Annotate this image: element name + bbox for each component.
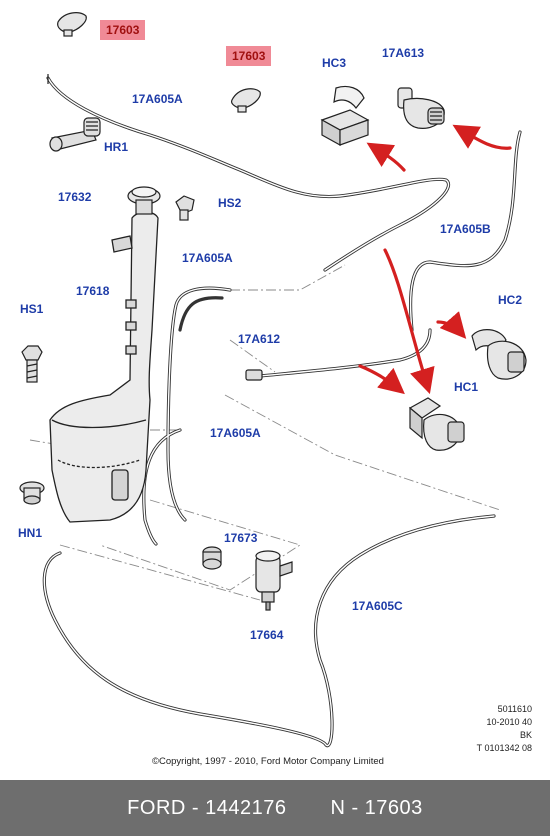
part-label-17632: 17632 — [58, 190, 92, 204]
hn1-nut — [19, 481, 45, 505]
washer-pump — [255, 550, 293, 611]
part-label-hc1: HC1 — [454, 380, 479, 394]
part-label-hc2: HC2 — [498, 293, 523, 307]
part-label-hr1: HR1 — [104, 140, 129, 154]
footer-part-number: N - 17603 — [330, 796, 423, 819]
hr1-clip — [49, 117, 101, 152]
diagram-id-line-3: BK — [519, 730, 532, 740]
part-label-17A613: 17A613 — [382, 46, 425, 60]
grommet-17673 — [202, 546, 222, 570]
part-label-17A605A-low: 17A605A — [210, 426, 261, 440]
hc2-clip — [471, 329, 527, 380]
part-label-17673: 17673 — [224, 531, 258, 545]
part-label-17664: 17664 — [250, 628, 284, 642]
hc3-clip — [320, 85, 370, 147]
washer-jet-left — [47, 12, 87, 84]
footer-brand-part: FORD - 1442176 — [127, 796, 287, 819]
diagram-id-line-1: 5011610 — [497, 704, 532, 714]
washer-system-diagram — [19, 12, 527, 748]
part-label-17A612: 17A612 — [238, 332, 281, 346]
washer-reservoir — [49, 211, 159, 523]
diagram-id-line-4: T 0101342 08 — [476, 743, 532, 753]
part-label-17A605B: 17A605B — [440, 222, 491, 236]
part-label-17618: 17618 — [76, 284, 110, 298]
part-label-17A605C: 17A605C — [352, 599, 403, 613]
hs2-screw — [175, 195, 195, 221]
diagram-id-line-2: 10-2010 40 — [486, 717, 532, 727]
part-label-hc3: HC3 — [322, 56, 347, 70]
hc1-clip — [408, 397, 465, 451]
part-label-hn1: HN1 — [18, 526, 43, 540]
part-label-17603-mid: 17603 — [226, 46, 272, 66]
17a612-connector — [245, 369, 263, 381]
washer-jet-right — [231, 88, 261, 113]
part-label-17A605A-mid: 17A605A — [182, 251, 233, 265]
17a613-clip — [397, 87, 445, 129]
part-label-17603-top: 17603 — [100, 20, 146, 40]
part-label-17A605A-top: 17A605A — [132, 92, 183, 106]
part-label-hs2: HS2 — [218, 196, 242, 210]
hs1-bolt — [21, 345, 43, 383]
filler-cap — [127, 186, 161, 215]
part-label-hs1: HS1 — [20, 302, 44, 316]
copyright-notice: ©Copyright, 1997 - 2010, Ford Motor Comp… — [152, 756, 384, 767]
footer-bar: FORD - 1442176 N - 17603 — [0, 780, 550, 836]
